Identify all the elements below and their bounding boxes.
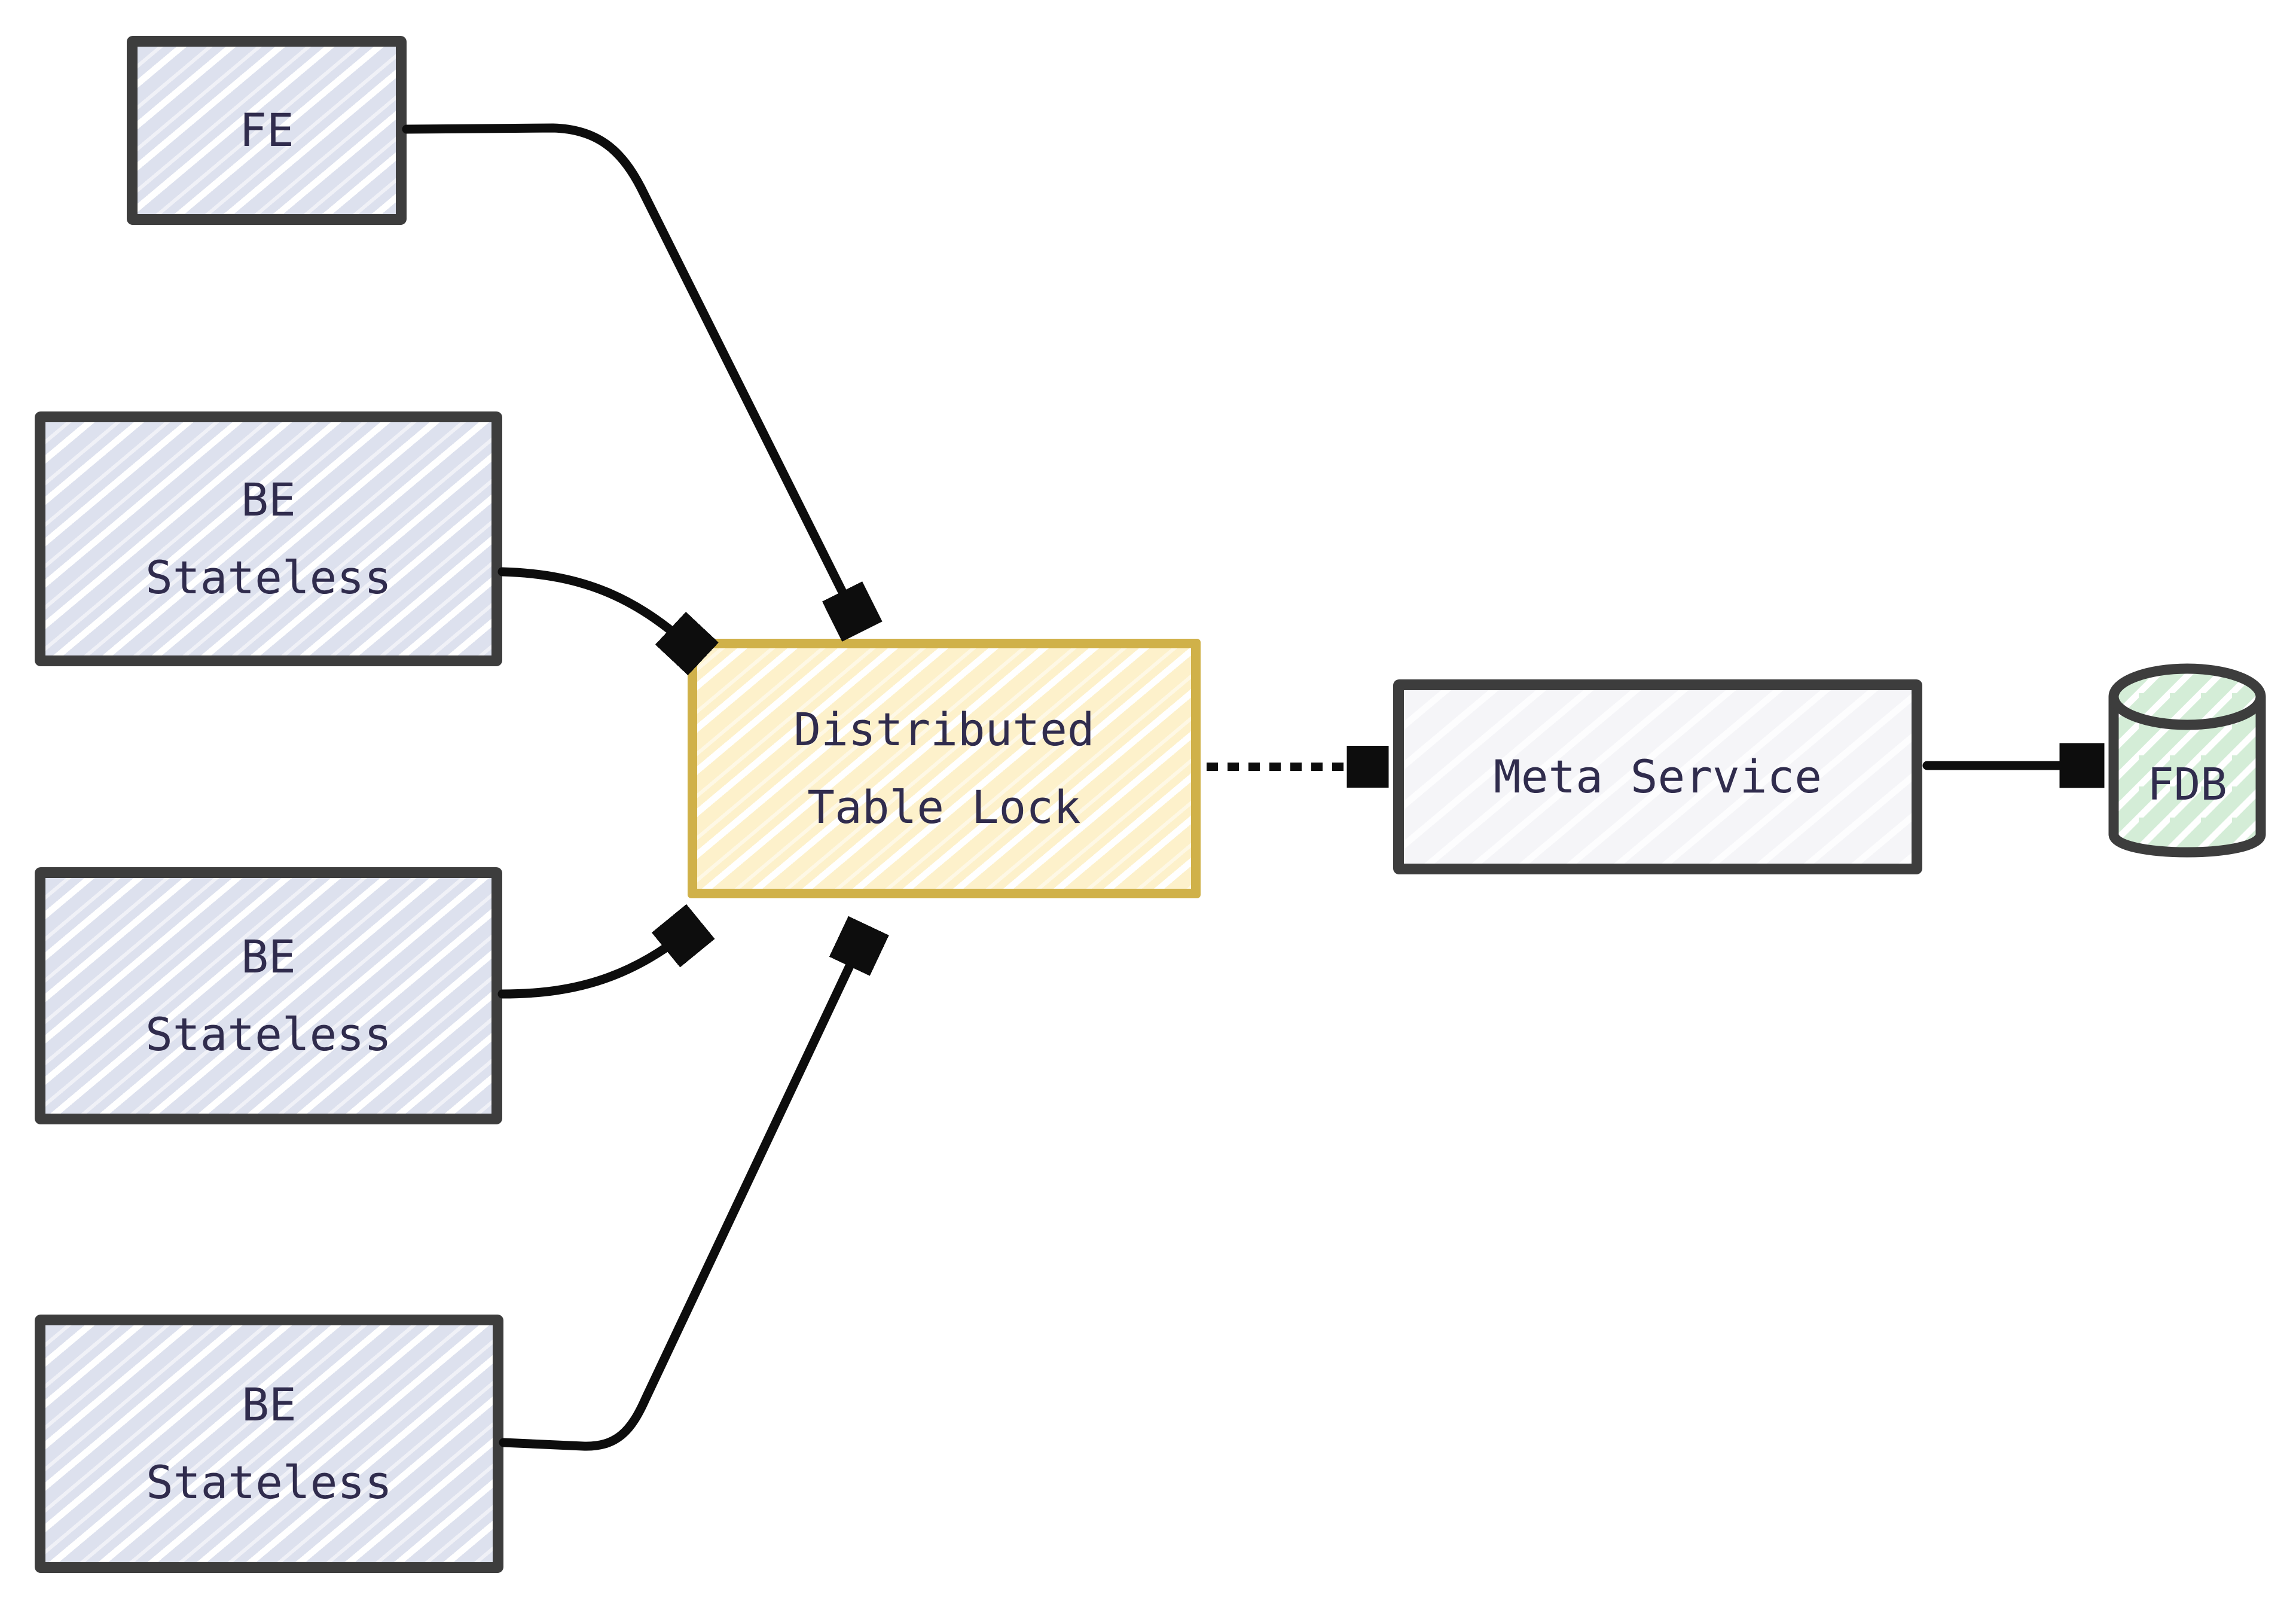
node-be2-label-line2: Stateless (145, 1008, 392, 1061)
node-be3-label-line1: BE (242, 1378, 297, 1431)
node-be1-label-line1: BE (241, 473, 296, 526)
node-fe: FE (127, 36, 407, 225)
node-meta-label: Meta Service (1493, 750, 1822, 803)
arrow-be2-to-lock (497, 926, 695, 999)
node-be-stateless-1: BE Stateless (35, 411, 502, 666)
node-meta-service: Meta Service (1393, 679, 1922, 874)
arrow-be1-to-lock (497, 567, 698, 654)
node-fe-label: FE (239, 103, 294, 157)
node-lock-label-line2: Table Lock (807, 780, 1081, 834)
node-be-stateless-3: BE Stateless (35, 1315, 503, 1573)
node-fdb-database: FDB (2108, 662, 2267, 870)
node-lock-label-line1: Distributed (793, 703, 1095, 756)
node-be1-label-line2: Stateless (145, 551, 392, 604)
database-cylinder-icon (2108, 663, 2266, 858)
node-be-stateless-2: BE Stateless (35, 867, 502, 1124)
node-be3-label-line2: Stateless (146, 1456, 392, 1509)
node-distributed-table-lock: Distributed Table Lock (688, 639, 1201, 898)
arrow-be3-to-lock (499, 932, 866, 1451)
node-fdb-label: FDB (2147, 759, 2227, 810)
node-be2-label-line1: BE (241, 930, 296, 983)
